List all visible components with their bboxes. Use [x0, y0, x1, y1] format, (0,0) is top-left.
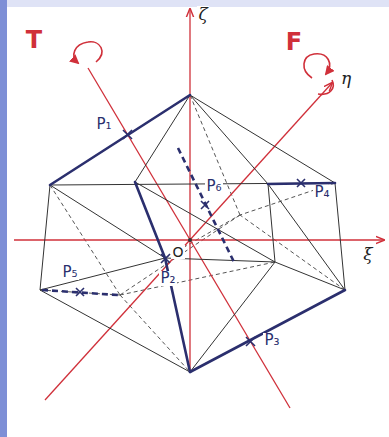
visible-edge	[190, 95, 335, 183]
visible-edge	[275, 262, 345, 290]
hidden-edge	[240, 215, 345, 290]
page-frame	[0, 0, 389, 7]
axis-label: ξ	[362, 246, 373, 263]
point-label: P₆	[205, 179, 222, 194]
bold-edge	[135, 182, 190, 372]
point-cross	[76, 130, 305, 346]
rotation-arrow	[318, 80, 333, 94]
hidden-edge	[120, 215, 240, 295]
visible-edge	[50, 185, 165, 258]
point-cross	[201, 201, 209, 209]
point-cross	[297, 179, 305, 187]
bold-edge	[190, 290, 345, 372]
hidden-edge	[120, 295, 190, 372]
point-label: P₅	[61, 265, 78, 280]
axis-line	[189, 9, 190, 372]
rotation-arrow	[74, 42, 102, 63]
point-cross	[76, 288, 84, 296]
visible-edge	[268, 184, 345, 290]
origin-dot	[188, 238, 192, 242]
page-frame	[0, 0, 7, 437]
point-label: P₂	[159, 271, 176, 286]
visible-edge	[50, 95, 190, 185]
point-cross	[123, 130, 132, 139]
origin-label: O	[171, 245, 184, 259]
visible-edge	[335, 183, 345, 290]
visible-edge	[40, 290, 190, 372]
visible-edge	[40, 95, 345, 372]
axis-line	[14, 239, 384, 240]
rotation-arrow	[304, 54, 330, 78]
axis-label: ζ	[197, 6, 208, 23]
hidden-edge	[190, 95, 240, 215]
visible-edge	[40, 258, 165, 290]
visible-edge	[190, 95, 268, 184]
bold-hidden-edge	[42, 148, 234, 295]
visible-edge	[40, 185, 50, 290]
hidden-edge	[120, 262, 275, 295]
axis-label: η	[340, 70, 352, 87]
visible-edge	[268, 184, 275, 262]
point-label: P₄	[313, 185, 330, 200]
hidden-edge	[40, 95, 345, 372]
axis-line	[45, 83, 332, 400]
bold-hidden-edge	[178, 148, 234, 262]
rotation-label: F	[285, 30, 303, 54]
visible-edge	[135, 95, 190, 182]
visible-edge	[190, 262, 275, 372]
bold-edge	[50, 95, 345, 372]
axis-line	[88, 68, 290, 408]
axis-line	[14, 9, 384, 408]
rotation-label: T	[25, 28, 43, 52]
visible-edge	[135, 182, 275, 262]
point-cross	[246, 337, 255, 346]
visible-edge	[50, 183, 335, 185]
visible-edge	[190, 290, 345, 372]
bold-edge	[50, 95, 190, 185]
point-cross	[161, 254, 170, 263]
point-label: P₃	[263, 333, 280, 348]
point-label: P₁	[95, 117, 112, 132]
